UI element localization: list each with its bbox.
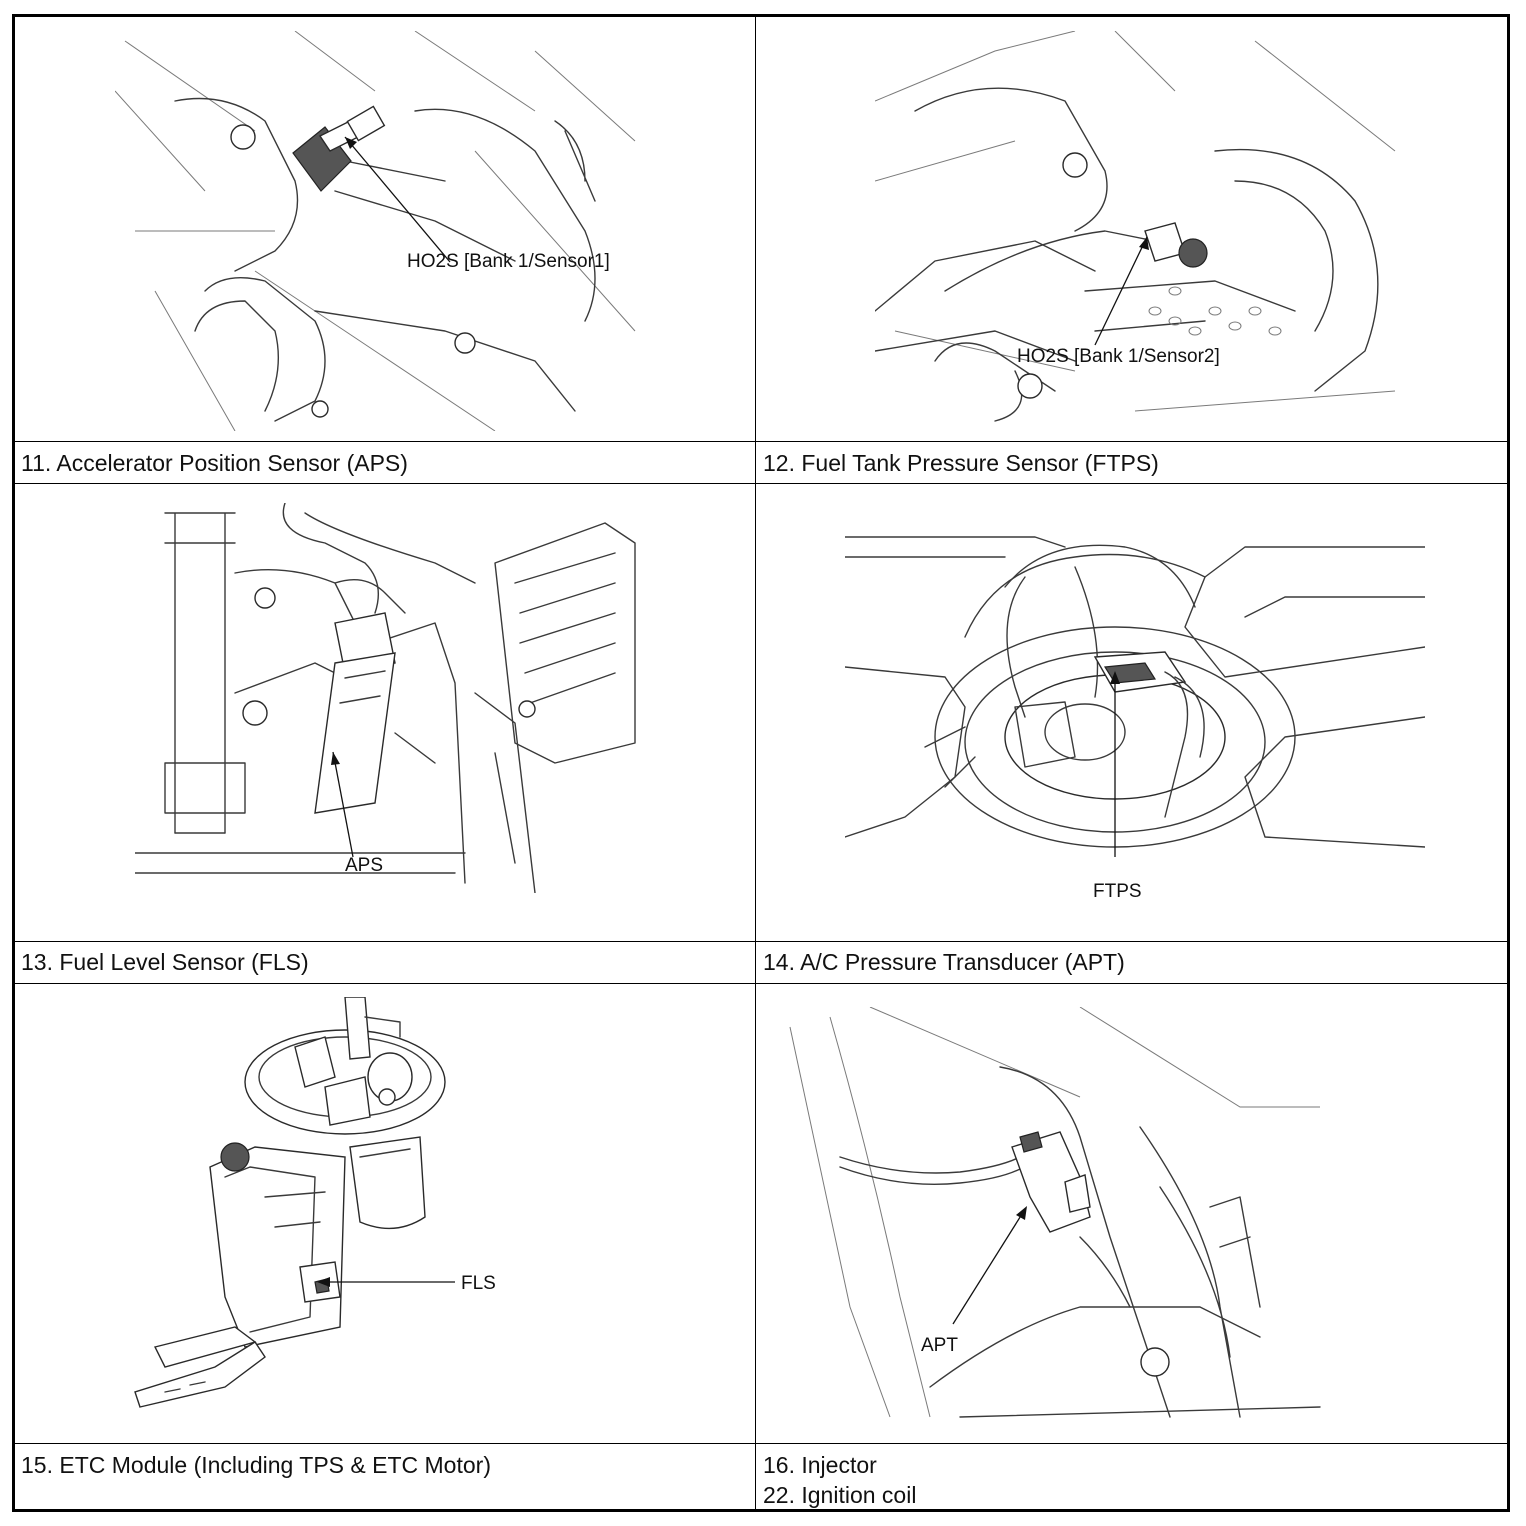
row-divider-1 <box>15 441 1507 442</box>
fls-illustration <box>125 997 545 1427</box>
row-divider-3 <box>15 941 1507 942</box>
aps-illustration <box>135 503 645 893</box>
fls-leader <box>317 1277 455 1287</box>
aps-callout: APS <box>345 855 384 876</box>
row-divider-4 <box>15 983 1507 984</box>
ho2s-sensor2-leader <box>1094 236 1149 346</box>
column-divider <box>755 17 756 1509</box>
caption-apt: 14. A/C Pressure Transducer (APT) <box>763 949 1125 975</box>
caption-ignition-coil: 22. Ignition coil <box>763 1482 917 1508</box>
component-location-table: HO2S [Bank 1/Sensor1] HO2S [ <box>12 14 1510 1512</box>
ftps-callout: FTPS <box>1093 881 1142 902</box>
caption-aps: 11. Accelerator Position Sensor (APS) <box>21 450 408 476</box>
ho2s-sensor1-illustration <box>115 31 655 431</box>
apt-leader <box>952 1206 1027 1325</box>
caption-injector: 16. Injector <box>763 1452 877 1478</box>
ftps-illustration <box>845 517 1425 857</box>
ho2s-sensor1-callout: HO2S [Bank 1/Sensor1] <box>407 251 610 272</box>
apt-callout: APT <box>921 1335 958 1356</box>
aps-leader <box>331 751 354 858</box>
caption-etc-module: 15. ETC Module (Including TPS & ETC Moto… <box>21 1452 491 1478</box>
ho2s-sensor2-callout: HO2S [Bank 1/Sensor2] <box>1017 346 1220 367</box>
ho2s-sensor1-leader <box>344 136 451 263</box>
ho2s-sensor2-illustration <box>875 31 1415 431</box>
row-divider-2 <box>15 483 1507 484</box>
apt-illustration <box>780 1007 1330 1427</box>
fls-callout: FLS <box>461 1273 496 1294</box>
row-divider-5 <box>15 1443 1507 1444</box>
caption-ftps: 12. Fuel Tank Pressure Sensor (FTPS) <box>763 450 1159 476</box>
caption-fls: 13. Fuel Level Sensor (FLS) <box>21 949 309 975</box>
ftps-leader <box>1110 671 1120 857</box>
